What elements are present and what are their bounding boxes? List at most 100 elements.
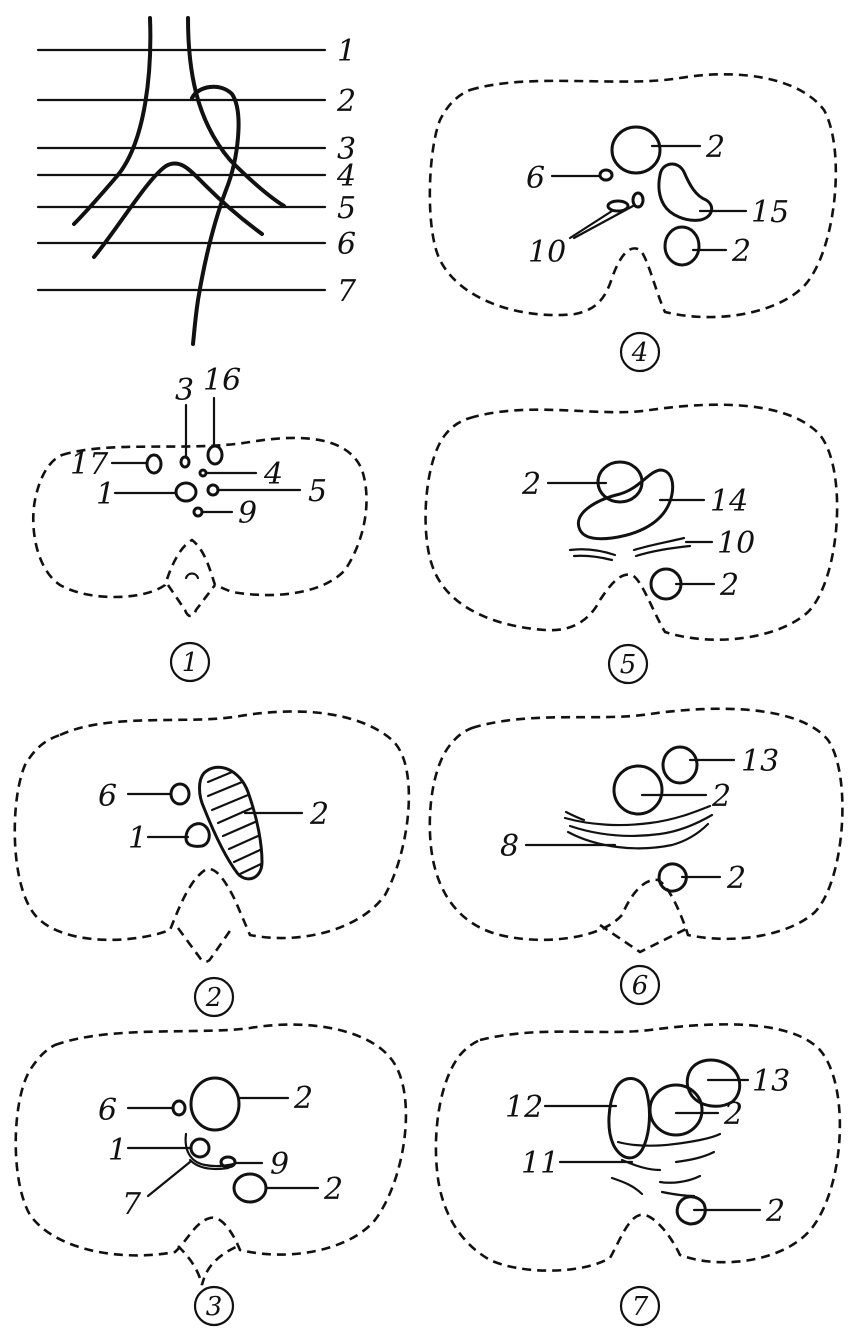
panel-number: 2 [205, 983, 223, 1013]
section-panel-5: 2 14 10 2 5 [424, 403, 839, 685]
structure-9 [192, 506, 204, 518]
structure-2 [189, 1076, 241, 1132]
spinal-canal [184, 572, 200, 580]
panel-number: 4 [631, 338, 649, 368]
structure-2 [232, 1172, 268, 1204]
structure-label: 4 [263, 457, 283, 492]
structure-label: 8 [500, 829, 519, 864]
structure-label: 2 [323, 1172, 343, 1207]
panel-number: 5 [620, 650, 637, 680]
structure-10 [632, 536, 686, 552]
body-outline [428, 72, 838, 319]
structure-label: 6 [98, 1093, 117, 1128]
vessel-left-trunk [72, 16, 153, 226]
structure-label: 13 [741, 744, 779, 779]
structure-label: 13 [752, 1064, 790, 1099]
structure-10 [568, 548, 617, 557]
structure-label: 2 [293, 1081, 313, 1116]
section-panel-1: 3 16 17 4 1 5 9 1 [31, 363, 368, 683]
body-outline [424, 403, 839, 641]
structure-label: 6 [526, 161, 545, 196]
structure-label: 5 [308, 474, 327, 509]
hatch-line [216, 806, 254, 825]
hatching [206, 770, 263, 876]
body-outline [13, 710, 411, 942]
hatch-line [238, 862, 263, 876]
structure-8 [564, 810, 586, 822]
panel-number-circle [193, 1285, 235, 1327]
structure-label: 10 [528, 235, 566, 270]
panel-number-circle [607, 643, 649, 685]
structure-7 [184, 1132, 236, 1168]
panel-number: 7 [632, 1292, 649, 1322]
structure-2 [612, 764, 664, 816]
structure-8 [566, 822, 710, 850]
structure-5 [206, 483, 220, 497]
structure-1 [174, 481, 198, 503]
structure-14 [576, 468, 675, 541]
structure-label: 12 [505, 1090, 543, 1125]
structure-11 [616, 1132, 722, 1147]
structure-6 [171, 1099, 187, 1117]
level-label: 1 [337, 34, 356, 69]
structure-label: 1 [96, 477, 115, 512]
body-outline [31, 436, 368, 599]
hatch-line [232, 848, 262, 864]
structure-label: 3 [175, 373, 194, 408]
section-panel-7: 13 12 2 11 2 7 [434, 1023, 842, 1327]
structure-1 [184, 822, 211, 848]
structure-11 [610, 1176, 644, 1196]
level-label: 2 [336, 84, 356, 119]
structure-3 [179, 455, 191, 469]
body-outline [434, 1023, 842, 1272]
panel-number-circle [619, 964, 661, 1006]
body-outline [428, 707, 844, 942]
structure-label: 2 [705, 130, 725, 165]
vessel-branch [92, 161, 264, 259]
hatch-line [210, 793, 250, 812]
panel-number: 3 [206, 1292, 223, 1322]
structure-label: 2 [765, 1194, 785, 1229]
hatch-line [227, 834, 260, 851]
structure-label: 1 [108, 1133, 127, 1168]
structure-label: 2 [309, 797, 329, 832]
level-label: 3 [337, 132, 356, 167]
panel-number-circle [619, 331, 661, 373]
level-label: 5 [337, 191, 356, 226]
spine-outline [599, 923, 689, 954]
structure-2 [675, 1195, 707, 1226]
structure-10 [634, 544, 692, 558]
structure-2 [648, 1083, 704, 1137]
level-label: 4 [336, 159, 356, 194]
spine-outline [176, 927, 234, 964]
structure-1 [189, 1137, 211, 1159]
structure-11 [674, 1150, 716, 1164]
structure-2 [198, 765, 264, 881]
hatch-line [221, 820, 257, 838]
structure-label: 6 [98, 779, 117, 814]
hatch-line [206, 770, 234, 784]
structure-label: 14 [710, 484, 748, 519]
structure-10 [631, 191, 645, 209]
level-label: 7 [337, 274, 357, 309]
panel-number-circle [169, 641, 211, 683]
structure-label: 9 [270, 1147, 289, 1182]
structure-6 [169, 782, 191, 806]
section-panel-2: 6 1 2 2 [13, 710, 411, 1018]
structure-label: 10 [717, 526, 755, 561]
level-label: 6 [337, 227, 356, 262]
structure-11 [658, 1174, 702, 1184]
panel-number-circle [193, 976, 235, 1018]
vessel-arch [190, 84, 241, 346]
leader-line [568, 209, 614, 240]
structure-6 [598, 168, 614, 182]
structure-2 [610, 125, 662, 175]
panel-number: 1 [182, 648, 199, 678]
structure-label: 2 [731, 234, 751, 269]
structure-7 [188, 1158, 230, 1171]
structure-label: 2 [711, 779, 731, 814]
leader-line [146, 1160, 192, 1198]
spine-outline [166, 584, 217, 618]
structure-label: 17 [70, 447, 109, 482]
